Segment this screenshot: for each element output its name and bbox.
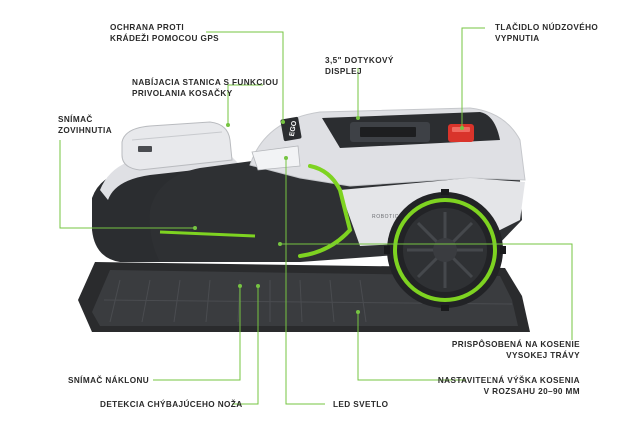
- callout-lift-sensor-line2: ZOVIHNUTIA: [58, 126, 113, 135]
- callout-lift-sensor: SNÍMAČ ZOVIHNUTIA: [58, 114, 112, 136]
- callout-cut-height-line2: V ROZSAHU 20–90 MM: [483, 387, 580, 396]
- callout-lift-sensor-line1: SNÍMAČ: [58, 115, 93, 124]
- callout-gps-theft-line1: OCHRANA PROTI: [110, 23, 185, 32]
- callout-touch-display: 3,5" DOTYKOVÝ DISPLEJ: [325, 55, 394, 77]
- callout-blade-detection: DETEKCIA CHÝBAJÚCEHO NOŽA: [100, 399, 243, 410]
- callout-tilt-sensor: SNÍMAČ NÁKLONU: [68, 375, 149, 386]
- callout-tall-grass-line2: VYSOKEJ TRÁVY: [506, 351, 580, 360]
- callout-touch-display-line2: DISPLEJ: [325, 67, 362, 76]
- mower-main-shell: EGO ROBOTIC MOWER: [149, 107, 526, 262]
- callout-lines: [59, 27, 573, 405]
- callout-charging-station-line2: PRIVOLANIA KOSAČKY: [132, 89, 233, 98]
- callout-led-light: LED SVETLO: [333, 399, 388, 410]
- brand-badge-text: EGO: [289, 120, 299, 137]
- callout-led-light-line1: LED SVETLO: [333, 400, 389, 409]
- callout-blade-detection-line1: DETEKCIA CHÝBAJÚCEHO NOŽA: [100, 400, 243, 409]
- callout-dots: [193, 116, 464, 314]
- callout-touch-display-line1: 3,5" DOTYKOVÝ: [325, 56, 394, 65]
- callout-charging-station: NABÍJACIA STANICA S FUNKCIOU PRIVOLANIA …: [132, 77, 278, 99]
- callout-gps-theft-line2: KRÁDEŽI POMOCOU GPS: [110, 34, 220, 43]
- callout-tilt-sensor-line1: SNÍMAČ NÁKLONU: [68, 376, 150, 385]
- callout-emergency-button-line1: TLAČIDLO NÚDZOVÉHO: [495, 23, 599, 32]
- mower-wheel: [384, 189, 506, 311]
- callout-cut-height: NASTAVITEĽNÁ VÝŠKA KOSENIA V ROZSAHU 20–…: [438, 375, 580, 397]
- callout-charging-station-line1: NABÍJACIA STANICA S FUNKCIOU: [132, 78, 279, 87]
- callout-cut-height-line1: NASTAVITEĽNÁ VÝŠKA KOSENIA: [437, 376, 580, 385]
- callout-emergency-button: TLAČIDLO NÚDZOVÉHO VYPNUTIA: [495, 22, 598, 44]
- callout-tall-grass-line1: PRISPÔSOBENÁ NA KOSENIE: [451, 340, 580, 349]
- callout-tall-grass: PRISPÔSOBENÁ NA KOSENIE VYSOKEJ TRÁVY: [452, 339, 580, 361]
- callout-emergency-button-line2: VYPNUTIA: [495, 34, 540, 43]
- callout-gps-theft: OCHRANA PROTI KRÁDEŽI POMOCOU GPS: [110, 22, 219, 44]
